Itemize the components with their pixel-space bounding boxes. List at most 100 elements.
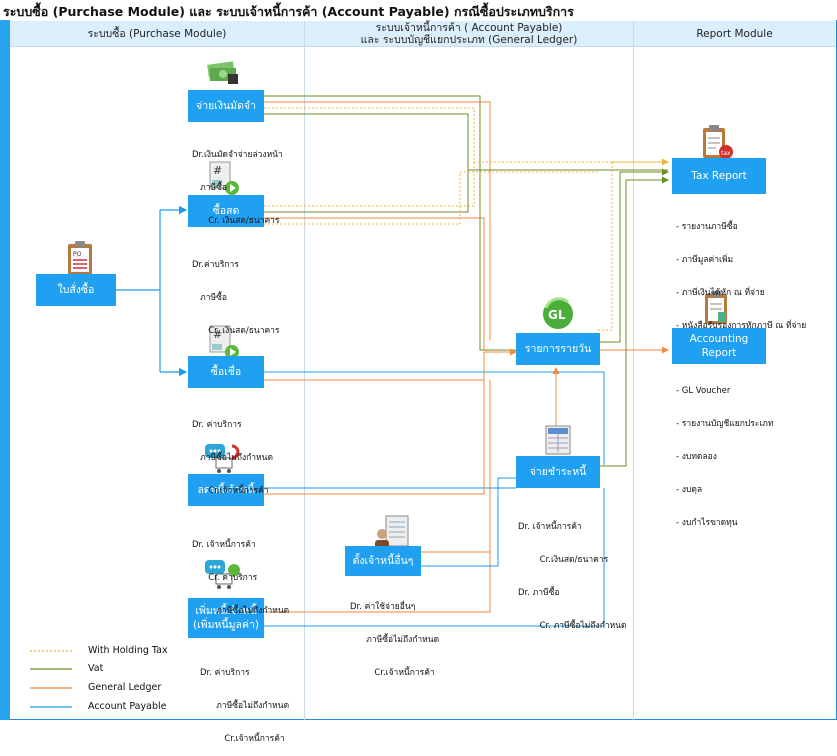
column-ap-label-2: และ ระบบบัญชีแยกประเภท (General Ledger) — [360, 33, 578, 46]
node-accounting-report-label-1: Accounting — [689, 333, 749, 345]
note-tax-report: - รายงานภาษีซื้อ - ภาษีมูลค่าเพิ่ม - ภาษ… — [676, 200, 806, 343]
node-daily-journal: รายการรายวัน — [516, 333, 600, 365]
note-cash: Dr.ค่าบริการ ภาษีซื้อ Cr. เงินสด/ธนาคาร — [192, 238, 280, 348]
svg-text:tax: tax — [721, 150, 731, 157]
column-separator-1 — [304, 21, 305, 720]
note-accounting-report: - GL Voucher - รายงานบัญชีแยกประเภท - งบ… — [676, 364, 773, 540]
note-line: Dr.ค่าบริการ — [192, 260, 239, 270]
debt-adjust-lines — [264, 380, 605, 627]
note-line: Cr. ภาษีซื้อไม่ถึงกำหนด — [518, 621, 627, 631]
note-line: Cr. ค่าบริการ — [192, 573, 258, 583]
legend-lines — [30, 650, 72, 708]
node-credit-purchase: ซื้อเชื่อ — [188, 356, 264, 388]
node-tax-report: Tax Report — [672, 158, 766, 194]
node-increase-debt: เพิ่มหนี้เจ้าหนี้ (เพิ่มหนี้มูลค่า) — [188, 598, 264, 638]
note-line: - ภาษีเงินได้หัก ณ ที่จ่าย — [676, 288, 765, 298]
node-accounting-report: Accounting Report — [672, 328, 766, 364]
column-purchase-label: ระบบซื้อ (Purchase Module) — [87, 27, 227, 40]
document-credit-icon: # — [208, 324, 242, 364]
note-line: Dr. เจ้าหนี้การค้า — [518, 522, 582, 532]
title-bar: ระบบซื้อ (Purchase Module) และ ระบบเจ้าห… — [0, 0, 837, 20]
column-header-report: Report Module — [634, 21, 835, 47]
node-other-ap: ตั้งเจ้าหนี้อื่นๆ — [345, 546, 421, 576]
note-line: ภาษีซื้อไม่ถึงกำหนด — [192, 453, 273, 463]
column-header-ap: ระบบเจ้าหนี้การค้า ( Account Payable) แล… — [305, 21, 633, 47]
svg-text:PO: PO — [73, 251, 82, 258]
ledger-payment-icon — [544, 424, 574, 460]
note-line: - งบกำไรขาดทุน — [676, 518, 738, 528]
note-line: ภาษีซื้อ — [192, 183, 227, 193]
node-other-ap-label: ตั้งเจ้าหนี้อื่นๆ — [352, 555, 414, 567]
node-payment-label: จ่ายชำระหนี้ — [529, 466, 587, 478]
note-line: Dr. ค่าบริการ — [192, 420, 242, 430]
column-report-label: Report Module — [696, 27, 773, 40]
column-header-purchase: ระบบซื้อ (Purchase Module) — [10, 21, 304, 47]
node-decrease-debt: ลดหนี้เจ้าหนี้ — [188, 474, 264, 506]
svg-text:#: # — [213, 328, 222, 341]
node-accounting-report-label-2: Report — [701, 347, 737, 359]
node-tax-report-label: Tax Report — [691, 170, 747, 182]
cart-increase-icon — [204, 558, 242, 596]
node-deposit: จ่ายเงินมัดจำ — [188, 90, 264, 122]
gl-icon: GL — [540, 296, 576, 336]
node-increase-debt-label-1: เพิ่มหนี้เจ้าหนี้ — [195, 605, 257, 617]
note-line: - หนังสือรับรองการหักภาษี ณ ที่จ่าย — [676, 321, 807, 331]
legend-item-account-payable: Account Payable — [88, 701, 167, 712]
note-line: - งบดุล — [676, 485, 703, 495]
node-deposit-label: จ่ายเงินมัดจำ — [196, 100, 256, 112]
legend-item-withholding-tax: With Holding Tax — [88, 645, 168, 656]
node-payment: จ่ายชำระหนี้ — [516, 456, 600, 488]
note-line: - ภาษีมูลค่าเพิ่ม — [676, 255, 734, 265]
node-purchase-order-label: ใบสั่งซื้อ — [57, 284, 95, 296]
note-decrease: Dr. เจ้าหนี้การค้า Cr. ค่าบริการ ภาษีซื้… — [192, 518, 289, 628]
node-cash-purchase-label: ซื้อสด — [212, 205, 240, 217]
note-line: - รายงานบัญชีแยกประเภท — [676, 419, 774, 429]
accounting-clipboard-icon — [702, 290, 732, 330]
note-credit: Dr. ค่าบริการ ภาษีซื้อไม่ถึงกำหนด Cr.เจ้… — [192, 398, 273, 508]
note-line: - รายงานภาษีซื้อ — [676, 222, 738, 232]
node-daily-journal-label: รายการรายวัน — [524, 343, 592, 355]
clipboard-po-icon: PO — [66, 240, 94, 280]
note-line: ภาษีซื้อ — [192, 293, 227, 303]
node-increase-debt-label-2: (เพิ่มหนี้มูลค่า) — [193, 619, 259, 631]
note-line: ภาษีซื้อไม่ถึงกำหนด — [192, 606, 290, 616]
note-other-ap: Dr. ค่าใช้จ่ายอื่นๆ ภาษีซื้อไม่ถึงกำหนด … — [350, 580, 439, 690]
node-purchase-order: ใบสั่งซื้อ — [36, 274, 116, 306]
note-line: Cr.เจ้าหนี้การค้า — [192, 486, 269, 496]
note-line: - งบทดลอง — [676, 452, 717, 462]
note-line: - GL Voucher — [676, 386, 731, 396]
note-deposit: Dr.เงินมัดจำจ่ายล่วงหน้า ภาษีซื้อ Cr. เง… — [192, 128, 283, 238]
note-line: Cr. เงินสด/ธนาคาร — [192, 326, 280, 336]
cash-lines — [264, 162, 598, 350]
cart-decrease-icon — [204, 442, 242, 480]
note-line: Cr.เจ้าหนี้การค้า — [350, 668, 435, 678]
credit-lines — [264, 348, 605, 465]
legend-item-vat: Vat — [88, 663, 104, 674]
svg-text:#: # — [213, 164, 222, 177]
money-icon — [206, 60, 240, 90]
column-ap-label-1: ระบบเจ้าหนี้การค้า ( Account Payable) — [375, 21, 563, 34]
note-line: ภาษีซื้อไม่ถึงกำหนด — [350, 635, 440, 645]
node-decrease-debt-label: ลดหนี้เจ้าหนี้ — [197, 484, 255, 496]
node-cash-purchase: ซื้อสด — [188, 195, 264, 227]
note-line: Dr. เจ้าหนี้การค้า — [192, 540, 256, 550]
po-branch-lines — [116, 205, 188, 377]
deposit-lines — [264, 95, 668, 351]
note-line: Dr. ค่าใช้จ่ายอื่นๆ — [350, 602, 416, 612]
note-line: Dr. ค่าบริการ — [200, 668, 250, 678]
document-cash-icon: # — [208, 160, 242, 200]
note-line: Cr. เงินสด/ธนาคาร — [192, 216, 280, 226]
svg-text:GL: GL — [548, 308, 566, 322]
node-credit-purchase-label: ซื้อเชื่อ — [210, 366, 242, 378]
note-line: Cr.เจ้าหนี้การค้า — [200, 734, 285, 744]
note-line: Dr. ภาษีซื้อ — [518, 588, 560, 598]
legend-item-general-ledger: General Ledger — [88, 682, 162, 693]
tax-clipboard-icon: tax — [700, 124, 734, 164]
page-title: ระบบซื้อ (Purchase Module) และ ระบบเจ้าห… — [3, 4, 574, 19]
note-payment: Dr. เจ้าหนี้การค้า Cr.เงินสด/ธนาคาร Dr. … — [518, 500, 627, 643]
note-line: Cr.เงินสด/ธนาคาร — [518, 555, 609, 565]
column-separator-2 — [633, 21, 634, 720]
left-stripe — [0, 20, 10, 720]
note-line: ภาษีซื้อไม่ถึงกำหนด — [200, 701, 290, 711]
note-line: Dr.เงินมัดจำจ่ายล่วงหน้า — [192, 150, 283, 160]
